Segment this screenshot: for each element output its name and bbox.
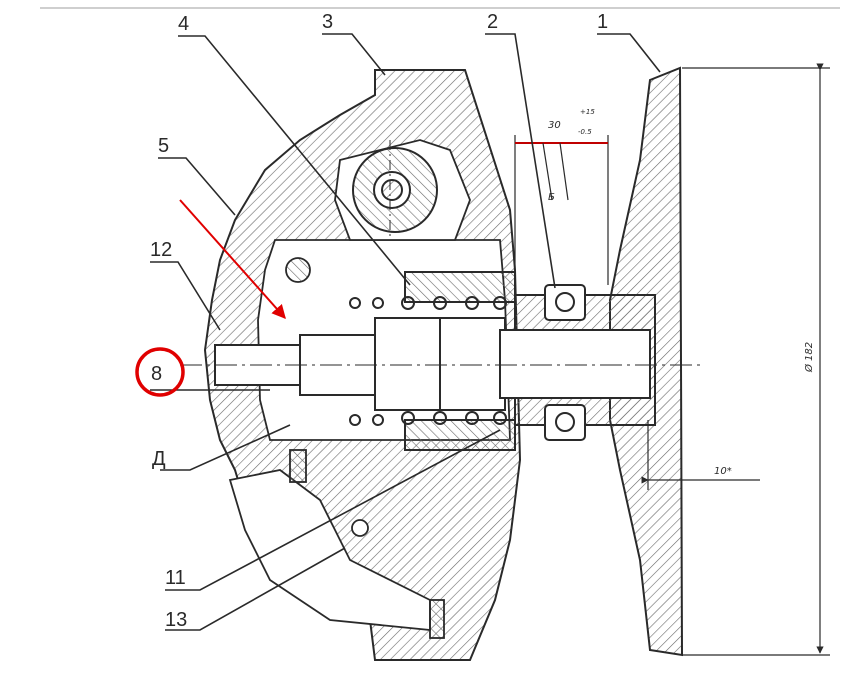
callout-8: 8 [151, 363, 162, 385]
callout-d: Д [152, 448, 166, 470]
callout-1: 1 [597, 11, 608, 33]
callout-11: 11 [165, 567, 186, 589]
callout-13: 13 [165, 609, 187, 631]
callout-2: 2 [487, 11, 498, 33]
bottom-dimension [641, 420, 760, 490]
dim-top-lower: -0.5 [578, 128, 592, 136]
highlight-arrow [179, 199, 286, 320]
fittings [285, 257, 445, 639]
callout-b: Б [548, 192, 555, 203]
highlight-circle [135, 347, 185, 397]
dim-diameter: Ø 182 [803, 342, 815, 373]
callout-12: 12 [150, 239, 172, 261]
callout-3: 3 [322, 11, 333, 33]
spring-coils [349, 296, 507, 426]
seal-rings [544, 284, 586, 441]
top-dimension [514, 135, 609, 285]
dim-top-upper: +15 [580, 108, 595, 116]
dim-bottom: 10* [714, 466, 732, 477]
callout-5: 5 [158, 135, 169, 157]
callout-4: 4 [178, 13, 189, 35]
worm-gear [352, 147, 438, 233]
leader-lines [150, 33, 661, 631]
dim-top-nominal: 30 [548, 120, 561, 131]
